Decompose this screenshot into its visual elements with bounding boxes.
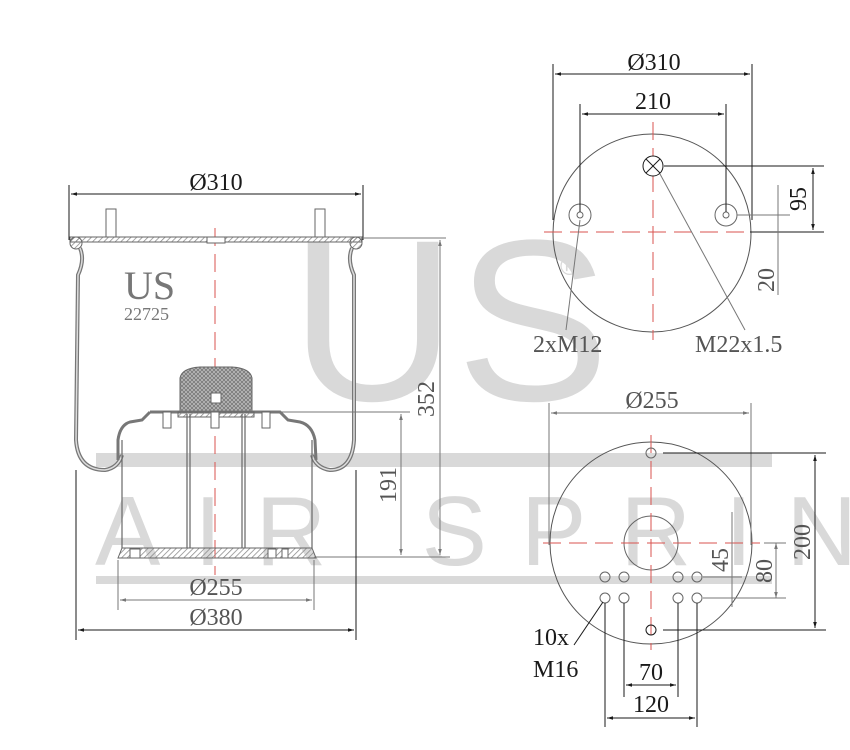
air-inlet-fitting: [206, 236, 226, 244]
callout-hole-thread: M16: [533, 657, 578, 683]
watermark-subtitle: AIR SPRING: [95, 476, 850, 586]
dim-row-offset-1: 45: [708, 548, 734, 572]
side-view: US 22725 Ø310 352 191 Ø255 Ø380: [68, 170, 450, 640]
piston-base: [117, 547, 317, 559]
bumper: [179, 366, 253, 413]
watermark-bar-top: [96, 453, 772, 467]
callout-air-inlet: M22x1.5: [695, 332, 782, 358]
stud-right: [314, 208, 326, 238]
dim-inlet-offset: 95: [786, 187, 812, 211]
hole-bottom: [645, 624, 657, 636]
dim-piston-diameter: Ø255: [189, 575, 242, 601]
dim-outer-spacing: 120: [633, 692, 669, 718]
crimp-right: [349, 236, 363, 250]
dim-piston-bottom-diameter: Ø255: [625, 388, 678, 414]
dim-bolt-offset: 20: [754, 268, 780, 292]
dim-bolt-spacing: 210: [635, 89, 671, 115]
hole-top: [645, 447, 657, 459]
piston-stud-center: [210, 411, 220, 429]
dim-top-diameter: Ø310: [189, 170, 242, 196]
dim-row-offset-2: 80: [752, 559, 778, 583]
callout-bolts: 2xM12: [533, 332, 602, 358]
callout-hole-count: 10x: [533, 625, 569, 651]
dim-inner-spacing: 70: [639, 660, 663, 686]
watermark-brand: US: [290, 192, 610, 449]
piston-stud-left: [162, 411, 172, 429]
registered-mark: ®: [560, 251, 579, 281]
dim-hole-span: 200: [790, 524, 816, 560]
watermark-bar-bottom: [96, 576, 772, 584]
dim-piston-height: 191: [376, 467, 402, 503]
dim-plate-diameter: Ø310: [627, 50, 680, 76]
crimp-left: [69, 236, 83, 250]
piston-stud-right: [261, 411, 271, 429]
watermark: US ® AIR SPRING: [95, 192, 850, 586]
dim-base-diameter: Ø380: [189, 605, 242, 631]
part-number: 22725: [124, 304, 169, 324]
bottom-piston-view: Ø255 200 45 80 70 120 10x M16: [533, 388, 826, 727]
dim-height: 352: [414, 381, 440, 417]
bellows-left: [73, 247, 124, 473]
part-brand: US: [124, 263, 175, 308]
piston-shoulder: [116, 410, 318, 461]
top-plate-outline: [552, 133, 752, 333]
top-plate-view: Ø310 210 95 20 2xM12 M22x1.5: [533, 50, 824, 358]
stud-left: [105, 208, 117, 238]
bumper-bolt: [210, 392, 222, 404]
